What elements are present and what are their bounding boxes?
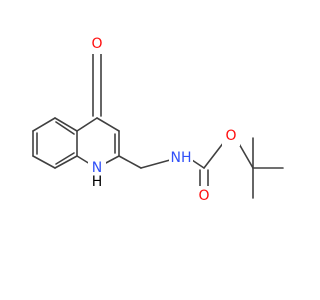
carbonyl-oxygen-label: O	[198, 188, 209, 204]
ring-nitrogen-label-background	[88, 158, 106, 178]
carbonyl-to-ester-oxygen-bond	[203, 141, 225, 169]
pyridinone-bond-5	[76, 155, 91, 165]
atom-label-layer: O N H NH O O	[88, 34, 240, 206]
ring-nitrogen-hydrogen-label: H	[92, 174, 103, 190]
bond-layer	[32, 51, 284, 199]
carbonyl-oxygen-label-background	[195, 186, 213, 206]
ester-oxygen-to-tbutyl-bond	[237, 141, 254, 169]
pyridinone-bond-1	[76, 117, 98, 132]
nh-to-carbonyl-bond	[191, 159, 205, 169]
ester-oxygen-label: O	[225, 128, 236, 144]
ring-nitrogen-label: N	[92, 160, 102, 176]
carbamate-nitrogen-label-background	[169, 148, 193, 168]
carbamate-nitrogen-label: NH	[171, 150, 192, 166]
benzene-bond-3-inner	[55, 152, 75, 165]
pyridinone-bond-4	[103, 155, 120, 165]
molecule-canvas: O N H NH O O	[32, 34, 284, 206]
ester-oxygen-label-background	[222, 126, 240, 146]
benzene-bond-6	[32, 117, 56, 132]
pyridinone-bond-2	[96, 117, 120, 132]
benzene-bond-2	[32, 155, 56, 169]
benzene-bond-5	[54, 117, 78, 132]
benzene-bond-3	[54, 155, 78, 169]
ketone-oxygen-label: O	[91, 36, 102, 52]
ketone-oxygen-label-background	[88, 34, 106, 54]
methylene-bond	[118, 155, 142, 169]
molecule-structure-drawing: O N H NH O O	[32, 34, 284, 206]
benzene-bond-5-inner	[55, 121, 75, 135]
methylene-to-nh-bond	[140, 159, 171, 169]
